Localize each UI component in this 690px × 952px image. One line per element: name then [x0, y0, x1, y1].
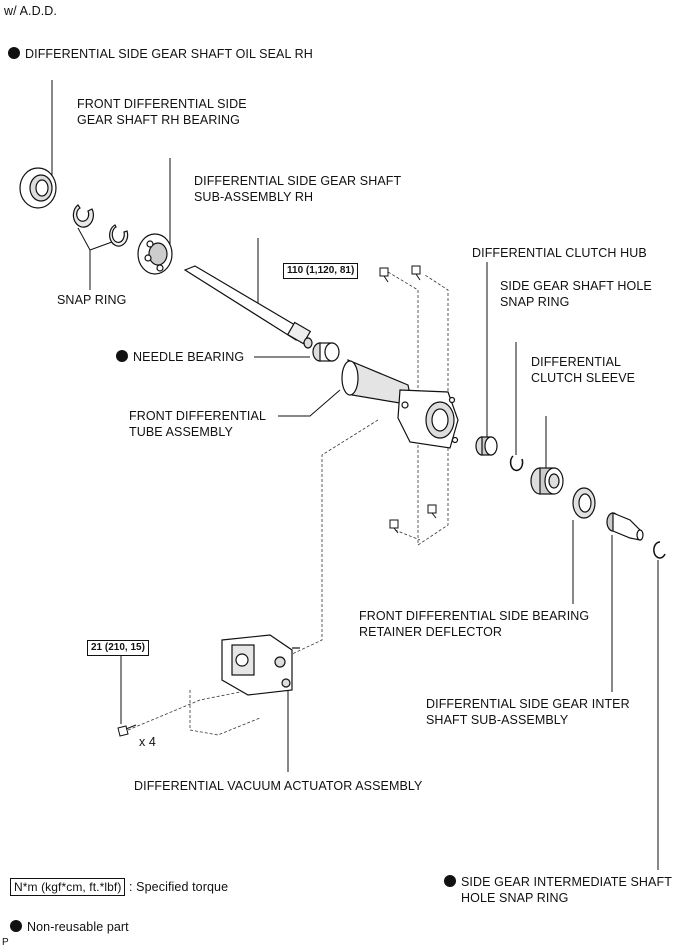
- inter-snap-label-line1: SIDE GEAR INTERMEDIATE SHAFT: [461, 875, 672, 889]
- sleeve-label-line2: CLUTCH SLEEVE: [531, 371, 636, 385]
- clutch-hub-part: [475, 436, 498, 456]
- tube-label-line1: FRONT DIFFERENTIAL: [129, 409, 266, 423]
- tube-bolts: [379, 265, 437, 534]
- hole-snap-label: SIDE GEAR SHAFT HOLE SNAP RING: [500, 278, 652, 310]
- bearing-part: [137, 233, 173, 275]
- actuator-torque-box: 21 (210, 15): [87, 640, 149, 656]
- legend-non-reusable-text: Non-reusable part: [27, 920, 129, 934]
- non-reusable-dot-icon: [8, 47, 20, 59]
- shaft-part: [183, 265, 313, 349]
- snap-ring-part-2: [109, 224, 129, 247]
- sleeve-label: DIFFERENTIAL CLUTCH SLEEVE: [531, 354, 635, 386]
- oil-seal-text: DIFFERENTIAL SIDE GEAR SHAFT OIL SEAL RH: [25, 47, 313, 61]
- legend-torque: N*m (kgf*cm, ft.*lbf) : Specified torque: [10, 878, 228, 896]
- snap-ring-part-1: [72, 204, 94, 228]
- shaft-label-line1: DIFFERENTIAL SIDE GEAR SHAFT: [194, 174, 402, 188]
- footer-code: P: [2, 937, 9, 948]
- actuator-label: DIFFERENTIAL VACUUM ACTUATOR ASSEMBLY: [134, 779, 423, 793]
- tube-label: FRONT DIFFERENTIAL TUBE ASSEMBLY: [129, 408, 266, 440]
- legend-torque-desc: : Specified torque: [129, 880, 229, 894]
- inter-shaft-label-line2: SHAFT SUB-ASSEMBLY: [426, 713, 569, 727]
- inter-snap-label: SIDE GEAR INTERMEDIATE SHAFT HOLE SNAP R…: [444, 874, 672, 906]
- shaft-label: DIFFERENTIAL SIDE GEAR SHAFT SUB-ASSEMBL…: [194, 173, 401, 205]
- bearing-label: FRONT DIFFERENTIAL SIDE GEAR SHAFT RH BE…: [77, 96, 247, 128]
- needle-bearing-label: NEEDLE BEARING: [116, 349, 244, 365]
- leader-tube: [278, 389, 341, 417]
- variant-label: w/ A.D.D.: [4, 4, 57, 18]
- non-reusable-dot-icon: [10, 920, 22, 932]
- inter-shaft-part: [606, 512, 644, 541]
- non-reusable-dot-icon: [444, 875, 456, 887]
- hole-snap-ring-part: [509, 455, 524, 472]
- oil-seal-part: [19, 167, 57, 209]
- legend-torque-unit: N*m (kgf*cm, ft.*lbf): [10, 878, 126, 896]
- hole-snap-label-line1: SIDE GEAR SHAFT HOLE: [500, 279, 652, 293]
- actuator-qty: x 4: [139, 735, 156, 749]
- actuator-bolt: [117, 724, 137, 737]
- tube-label-line2: TUBE ASSEMBLY: [129, 425, 233, 439]
- inter-shaft-label: DIFFERENTIAL SIDE GEAR INTER SHAFT SUB-A…: [426, 696, 630, 728]
- oil-seal-label: DIFFERENTIAL SIDE GEAR SHAFT OIL SEAL RH: [8, 46, 313, 62]
- leader-snap-ring-2: [89, 241, 113, 251]
- bearing-label-line1: FRONT DIFFERENTIAL SIDE: [77, 97, 247, 111]
- bearing-label-line2: GEAR SHAFT RH BEARING: [77, 113, 241, 127]
- leader-snap-ring: [77, 227, 91, 290]
- deflector-label-line1: FRONT DIFFERENTIAL SIDE BEARING: [359, 609, 590, 623]
- hole-snap-label-line2: SNAP RING: [500, 295, 570, 309]
- deflector-part: [572, 487, 596, 519]
- deflector-label: FRONT DIFFERENTIAL SIDE BEARING RETAINER…: [359, 608, 589, 640]
- clutch-hub-label: DIFFERENTIAL CLUTCH HUB: [472, 246, 647, 260]
- needle-bearing-text: NEEDLE BEARING: [133, 350, 245, 364]
- snap-ring-label: SNAP RING: [57, 293, 127, 307]
- actuator-part: [221, 634, 300, 696]
- inter-shaft-label-line1: DIFFERENTIAL SIDE GEAR INTER: [426, 697, 630, 711]
- needle-bearing-part: [312, 342, 340, 362]
- deflector-label-line2: RETAINER DEFLECTOR: [359, 625, 503, 639]
- inter-snap-label-line2: HOLE SNAP RING: [461, 891, 569, 905]
- non-reusable-dot-icon: [116, 350, 128, 362]
- legend-non-reusable: Non-reusable part: [10, 919, 129, 935]
- tube-torque-box: 110 (1,120, 81): [283, 263, 359, 279]
- inter-snap-ring-part: [653, 541, 666, 559]
- shaft-label-line2: SUB-ASSEMBLY RH: [194, 190, 314, 204]
- tube-assembly-part: [341, 359, 459, 449]
- clutch-sleeve-part: [530, 467, 564, 495]
- sleeve-label-line1: DIFFERENTIAL: [531, 355, 622, 369]
